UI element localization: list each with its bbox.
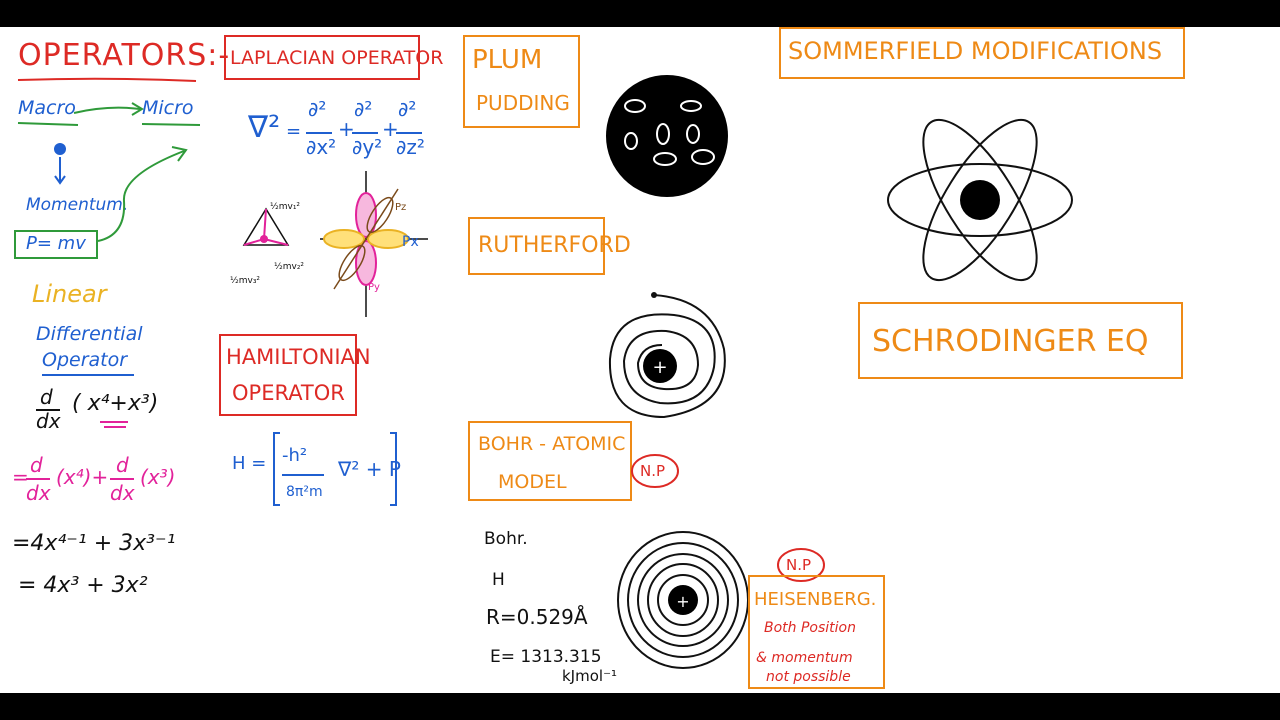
- plum-title: PLUM: [472, 45, 543, 75]
- operators-underline: [17, 77, 197, 82]
- micro-label: Micro: [142, 97, 194, 119]
- p-mv-formula: P= mv: [26, 233, 86, 254]
- fraction-bar: [36, 409, 60, 411]
- heisenberg-box: [748, 575, 885, 689]
- rutherford-box: [468, 217, 605, 275]
- term2-den: ∂y²: [352, 135, 383, 159]
- schrodinger-box: [858, 302, 1183, 379]
- momentum-to-micro-arrow: [97, 146, 188, 242]
- plum-pudding-model: [606, 75, 728, 197]
- term2-bar: [352, 132, 378, 134]
- pz-label: Pz: [395, 202, 407, 213]
- sommerfield-atom-model: [887, 118, 1073, 282]
- bohr-nucleus-plus: +: [676, 592, 689, 611]
- derivative-expression: ( x⁴+x³): [72, 391, 159, 416]
- bohr-energy: E= 1313.315: [490, 647, 602, 667]
- hamiltonian-brackets: [273, 432, 397, 506]
- operators-title: OPERATORS:-: [18, 38, 231, 73]
- rutherford-title: RUTHERFORD: [478, 233, 631, 258]
- plum-pudding-box: [463, 35, 580, 128]
- result-line-2: = 4x³ + 3x²: [18, 573, 148, 598]
- pink-underline: [100, 421, 128, 428]
- hamiltonian-title-2: OPERATOR: [232, 381, 345, 405]
- ball-icon: [54, 143, 66, 185]
- bohr-values-label: Bohr.: [484, 529, 528, 549]
- heisenberg-line-1: Both Position: [764, 620, 856, 636]
- energy-label-2: ½mv₂²: [274, 262, 305, 272]
- px-label: Px: [402, 234, 419, 250]
- p-orbitals-diagram: [320, 171, 428, 317]
- pink-fraction-bar-2: [110, 478, 134, 480]
- laplacian-title-box: [224, 35, 420, 80]
- bohr-title-1: BOHR - ATOMIC: [478, 433, 626, 455]
- term1-num: ∂²: [308, 97, 327, 121]
- pink-dx2: dx: [110, 481, 135, 505]
- heisenberg-line-3: not possible: [766, 669, 851, 685]
- term3-den: ∂z²: [396, 135, 425, 159]
- linear-label: Linear: [32, 280, 107, 308]
- heisenberg-np-label: N.P: [786, 556, 812, 574]
- hamiltonian-denominator: 8π²m: [286, 484, 323, 500]
- bohr-energy-unit: kJmol⁻¹: [562, 667, 617, 685]
- plus-2: +: [382, 117, 399, 141]
- result-line-1: =4x⁴⁻¹ + 3x³⁻¹: [12, 531, 176, 556]
- differential-label: Differential: [36, 323, 143, 345]
- pink-term-1: (x⁴)+: [56, 465, 109, 489]
- heisenberg-line-2: & momentum: [756, 650, 853, 666]
- pink-term-2: (x³): [140, 465, 176, 489]
- pink-d1-num: d: [30, 453, 43, 477]
- hamiltonian-title-box: [219, 334, 357, 416]
- macro-underline: [17, 122, 79, 126]
- term1-den: ∂x²: [306, 135, 337, 159]
- triangle-diagram: [242, 207, 290, 246]
- term3-num: ∂²: [398, 97, 417, 121]
- micro-underline: [141, 123, 201, 126]
- hamiltonian-title-1: HAMILTONIAN: [226, 345, 371, 369]
- p-mv-box: [14, 230, 98, 259]
- pink-fraction-bar-1: [26, 478, 50, 480]
- macro-to-micro-arrow: [73, 102, 144, 116]
- plus-1: +: [338, 117, 355, 141]
- sommerfield-box: [779, 27, 1185, 79]
- bohr-atom-model: +: [617, 531, 749, 669]
- hamiltonian-h: H =: [232, 453, 267, 474]
- hamiltonian-numerator: -h²: [282, 445, 308, 466]
- py-label: Py: [368, 282, 380, 293]
- schrodinger-title: SCHRODINGER EQ: [872, 324, 1149, 359]
- term3-bar: [396, 132, 422, 134]
- laplacian-equals: =: [286, 121, 302, 142]
- bohr-np-label: N.P: [640, 462, 666, 480]
- macro-label: Macro: [18, 97, 76, 119]
- pink-eq-prefix: =: [12, 465, 29, 489]
- d-numerator: d: [40, 385, 53, 409]
- operator-label: Operator: [42, 349, 128, 371]
- dx-denominator: dx: [36, 409, 61, 433]
- rutherford-spiral-model: +: [608, 292, 726, 419]
- pink-d2-num: d: [116, 453, 129, 477]
- whiteboard: OPERATORS:- Macro Micro Momentum. P= mv …: [0, 27, 1280, 693]
- heisenberg-title: HEISENBERG.: [754, 589, 877, 610]
- bohr-model-box: [468, 421, 632, 501]
- heisenberg-np-badge: [777, 548, 825, 582]
- rutherford-nucleus-plus: +: [652, 357, 667, 378]
- hamiltonian-rest: ∇² + P: [338, 457, 401, 481]
- momentum-label: Momentum.: [26, 195, 129, 215]
- pink-dx1: dx: [26, 481, 51, 505]
- energy-label-3: ½mv₃²: [230, 276, 261, 286]
- bohr-radius: R=0.529Å: [486, 605, 588, 629]
- nabla-squared: ∇²: [248, 110, 281, 145]
- laplacian-title: LAPLACIAN OPERATOR: [230, 47, 444, 69]
- sommerfield-title: SOMMERFIELD MODIFICATIONS: [788, 37, 1163, 65]
- energy-label-1: ½mv₁²: [270, 202, 301, 212]
- term1-bar: [306, 132, 332, 134]
- bohr-h-label: H: [492, 570, 505, 590]
- term2-num: ∂²: [354, 97, 373, 121]
- operator-underline: [42, 374, 134, 376]
- bohr-title-2: MODEL: [498, 471, 567, 493]
- pudding-title: PUDDING: [476, 91, 570, 115]
- bohr-np-badge: [631, 454, 679, 488]
